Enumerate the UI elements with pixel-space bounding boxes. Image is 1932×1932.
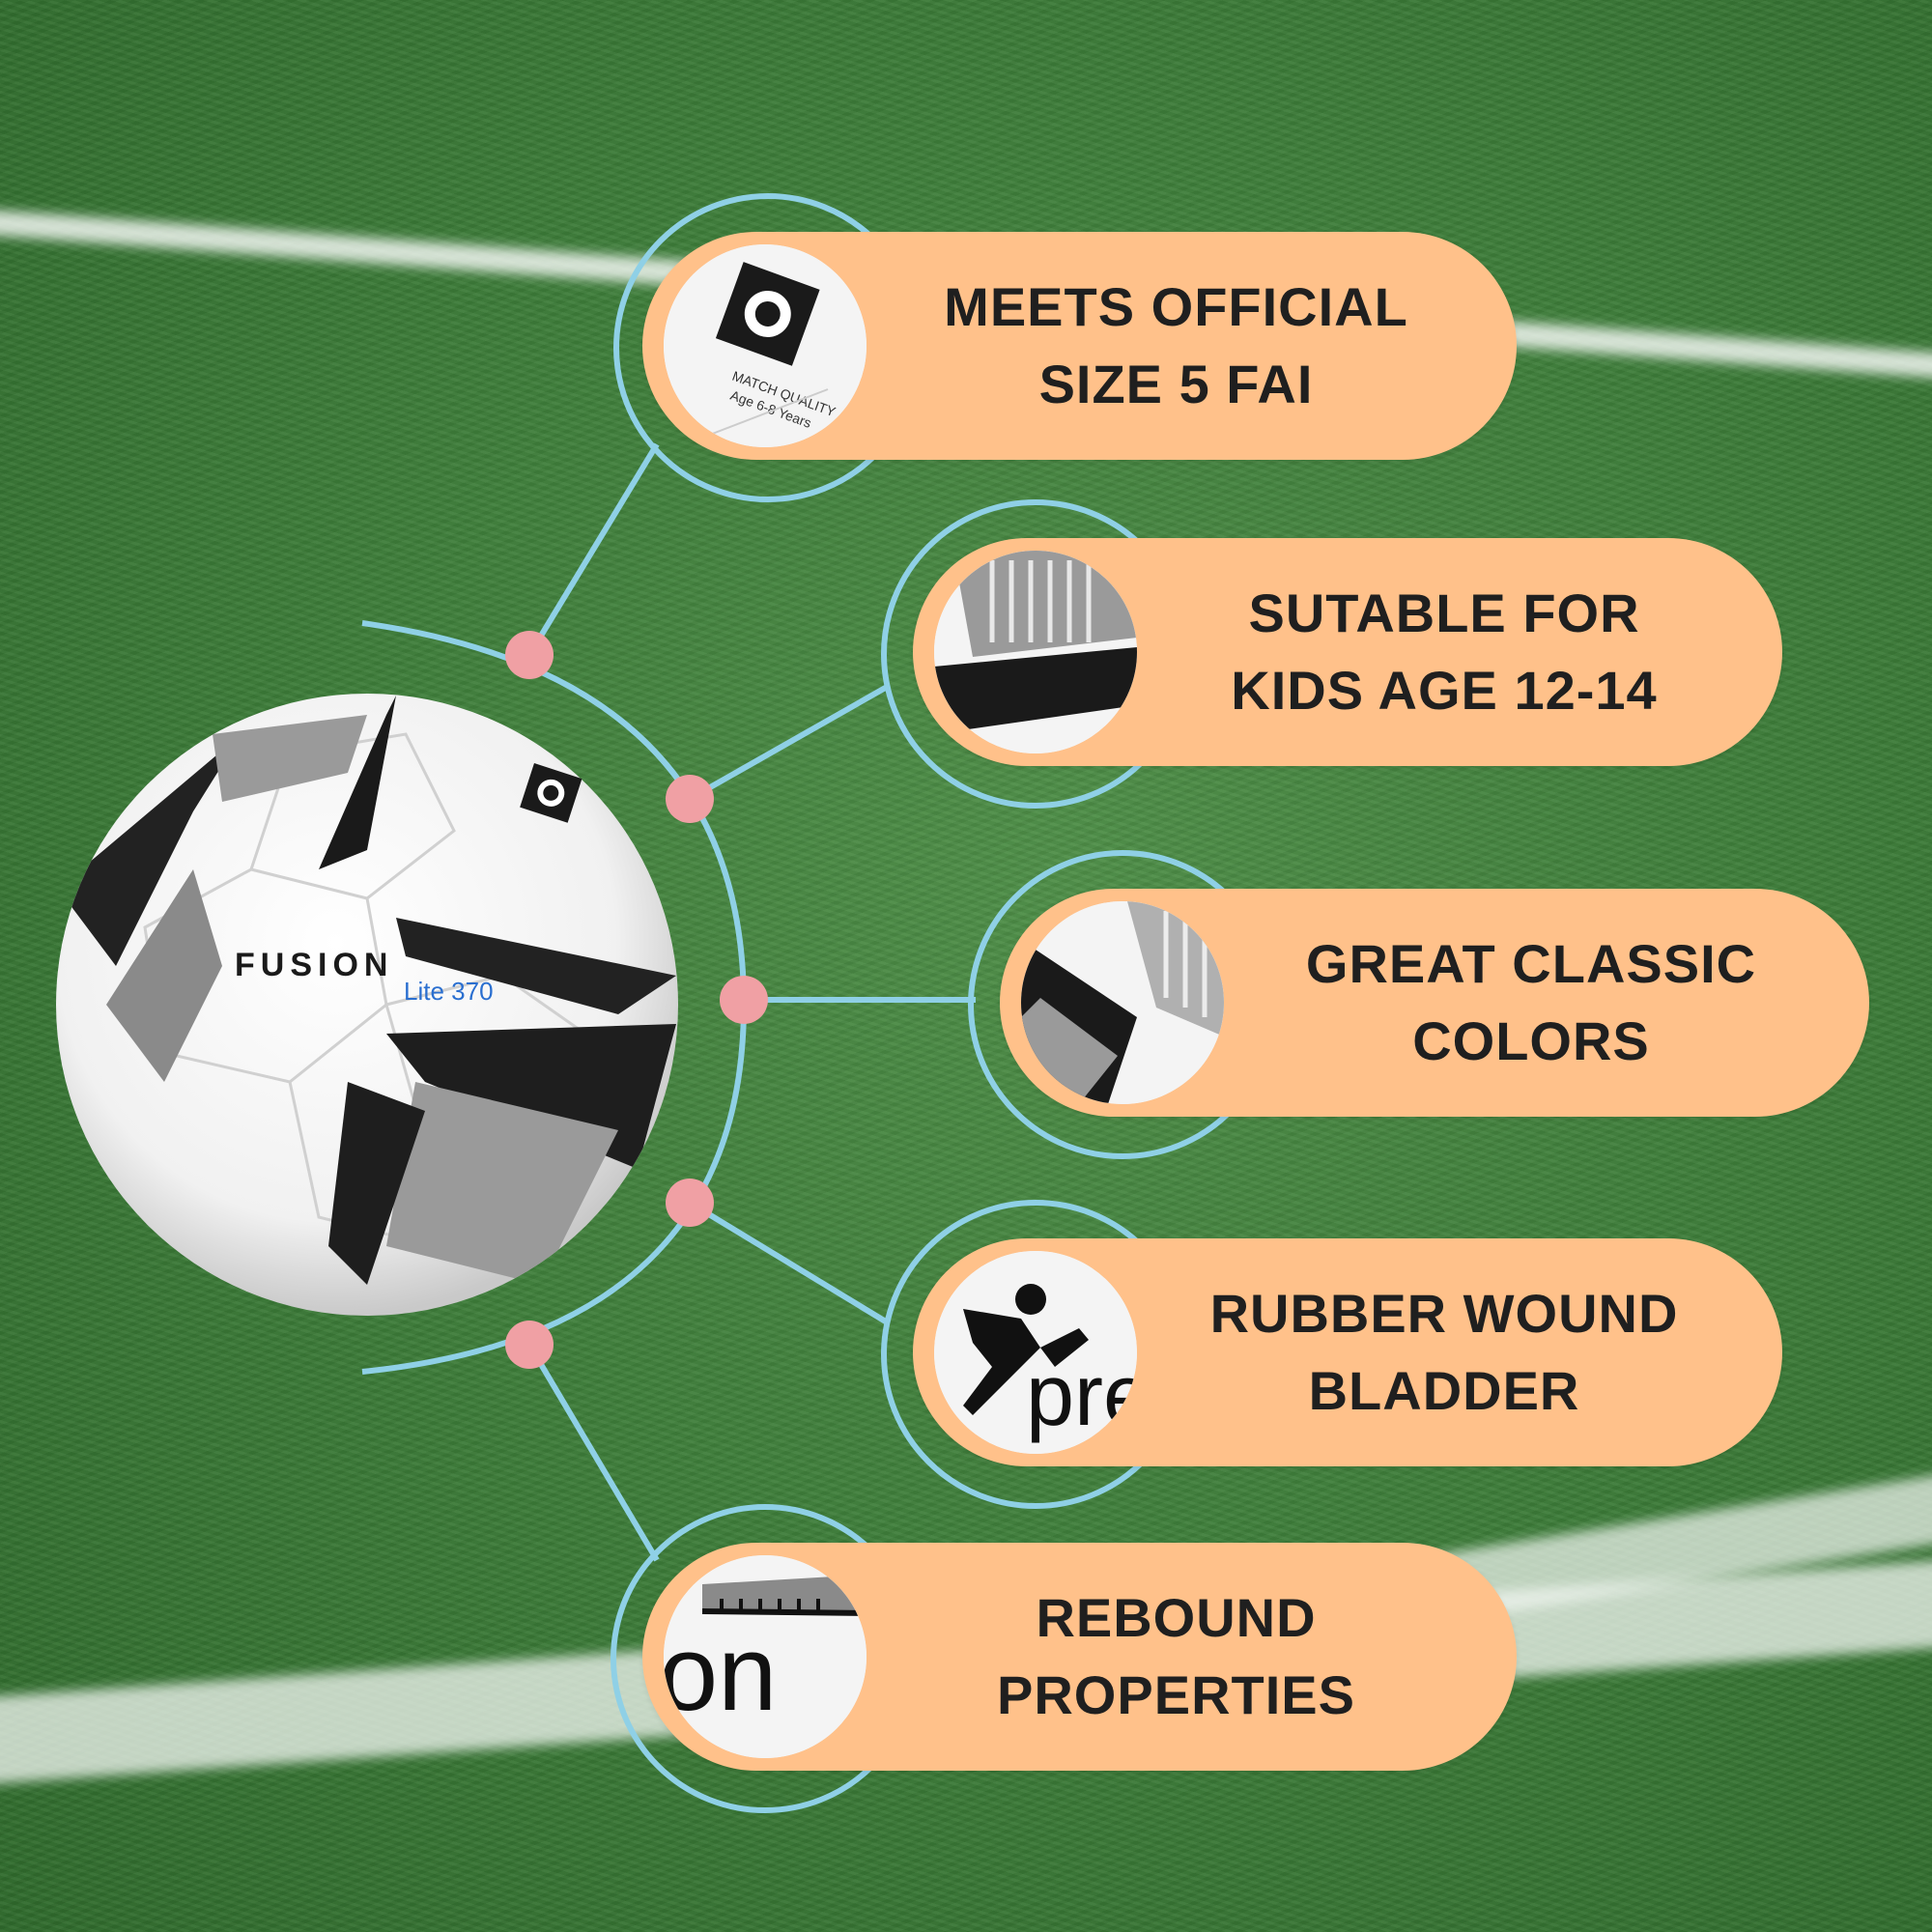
- connector-spoke-1: [526, 442, 660, 657]
- ball-brand-text: FUSION: [235, 947, 393, 983]
- connector-spoke-2: [688, 683, 891, 802]
- connector-node-3: [720, 976, 768, 1024]
- feature-pill-5: on REBOUND PROPERTIES: [642, 1543, 1517, 1771]
- connector-node-2: [666, 775, 714, 823]
- feature-thumb-2: [934, 551, 1137, 753]
- feature-label-2-line1: SUTABLE FOR: [1248, 582, 1640, 643]
- connector-node-4: [666, 1179, 714, 1227]
- ball-model-text: Lite 370: [404, 977, 494, 1006]
- match-quality-badge-icon: MATCH QUALITY Age 6-8 Years: [664, 244, 867, 447]
- feature-label-5-line1: REBOUND: [1036, 1587, 1317, 1648]
- kicker-logo-icon: pre: [934, 1251, 1137, 1454]
- feature-thumb-5: on: [664, 1555, 867, 1758]
- feature-label-1-line2: SIZE 5 FAI: [1038, 354, 1314, 414]
- connector-spoke-4: [688, 1200, 891, 1326]
- feature-label-4: RUBBER WOUND BLADDER: [1164, 1238, 1724, 1466]
- svg-text:pre: pre: [1026, 1348, 1137, 1444]
- feature-thumb-3: [1021, 901, 1224, 1104]
- ball-graphics: [58, 696, 676, 1285]
- ball-panel-pattern-icon: on: [664, 1555, 867, 1758]
- feature-label-3-line1: GREAT CLASSIC: [1305, 933, 1757, 994]
- feature-pill-4: pre RUBBER WOUND BLADDER: [913, 1238, 1782, 1466]
- feature-label-4-line2: BLADDER: [1308, 1360, 1580, 1421]
- feature-label-5-line2: PROPERTIES: [997, 1664, 1355, 1725]
- feature-label-2: SUTABLE FOR KIDS AGE 12-14: [1164, 538, 1724, 766]
- ball-panel-pattern-icon: [1021, 901, 1224, 1104]
- feature-thumb-1: MATCH QUALITY Age 6-8 Years: [664, 244, 867, 447]
- feature-label-3-line2: COLORS: [1412, 1010, 1650, 1071]
- connector-spoke-5: [526, 1343, 660, 1562]
- feature-label-1-line1: MEETS OFFICIAL: [944, 276, 1408, 337]
- feature-label-2-line2: KIDS AGE 12-14: [1231, 660, 1658, 721]
- feature-label-4-line1: RUBBER WOUND: [1209, 1283, 1679, 1344]
- feature-label-1: MEETS OFFICIAL SIZE 5 FAI: [894, 232, 1459, 460]
- svg-text:on: on: [664, 1614, 777, 1733]
- connector-node-1: [505, 631, 554, 679]
- feature-label-3: GREAT CLASSIC COLORS: [1251, 889, 1811, 1117]
- connector-arc: [361, 620, 748, 1375]
- ball-badge-icon: [520, 763, 582, 823]
- connector-node-5: [505, 1321, 554, 1369]
- feature-pill-3: GREAT CLASSIC COLORS: [1000, 889, 1869, 1117]
- feature-thumb-4: pre: [934, 1251, 1137, 1454]
- ball-panel-pattern-icon: [934, 551, 1137, 753]
- feature-label-5: REBOUND PROPERTIES: [894, 1543, 1459, 1771]
- feature-pill-2: SUTABLE FOR KIDS AGE 12-14: [913, 538, 1782, 766]
- feature-pill-1: MATCH QUALITY Age 6-8 Years MEETS OFFICI…: [642, 232, 1517, 460]
